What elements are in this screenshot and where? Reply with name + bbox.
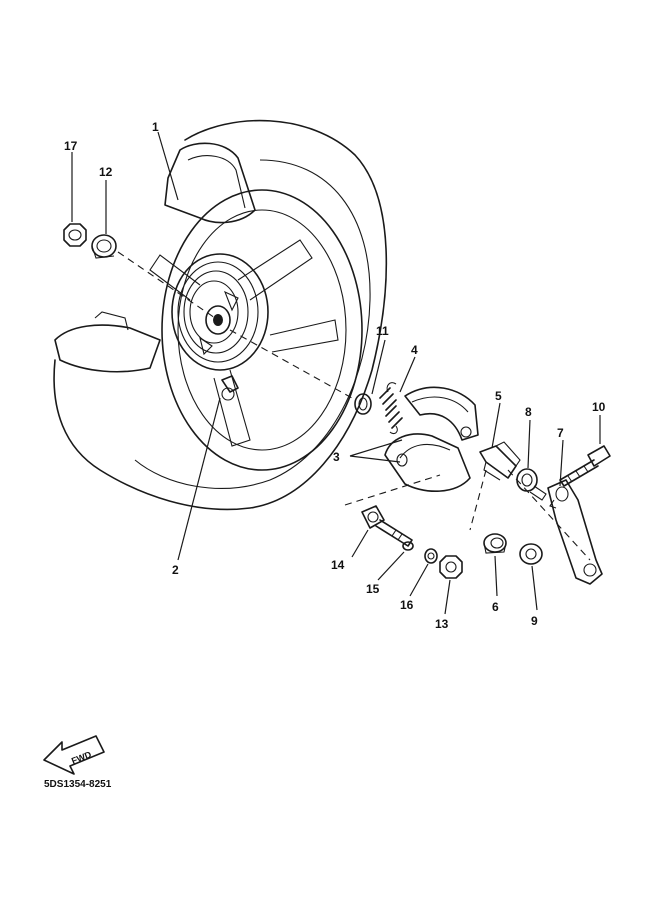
bolt-part-10 [559, 445, 611, 487]
callout-1: 1 [152, 120, 159, 134]
collar-part-12 [91, 234, 117, 259]
fwd-label: FWD [70, 749, 93, 766]
nut-part-13 [439, 555, 463, 579]
callout-4: 4 [411, 343, 418, 357]
callout-15: 15 [366, 582, 380, 596]
indicator-plate-part-8 [516, 468, 547, 501]
wheel-tire-assembly [53, 119, 388, 511]
oring-part-15 [402, 541, 414, 551]
callout-11: 11 [376, 324, 389, 338]
brake-shoe-set-part-3 [384, 386, 479, 493]
washer-part-9 [519, 543, 543, 565]
callout-7: 7 [557, 426, 564, 440]
callout-14: 14 [331, 558, 345, 572]
forward-direction-arrow: FWD [43, 735, 105, 775]
brake-cam-lever-part-7 [547, 479, 603, 585]
callout-2: 2 [172, 563, 179, 577]
callout-9: 9 [531, 614, 538, 628]
collar-part-6 [483, 533, 507, 554]
nut-part-17 [63, 223, 87, 247]
callout-5: 5 [495, 389, 502, 403]
callout-numbers: 17 12 1 2 3 11 4 5 8 7 10 14 15 16 13 6 … [64, 120, 606, 631]
callout-10: 10 [592, 400, 606, 414]
washer-part-11 [354, 393, 372, 415]
bolt-part-14 [361, 505, 413, 547]
assembly-axis-lines [117, 251, 591, 561]
camshaft-part-5 [479, 441, 521, 481]
callout-8: 8 [525, 405, 532, 419]
drawing-code: 5DS1354-8251 [44, 779, 112, 790]
callout-12: 12 [99, 165, 113, 179]
callout-17: 17 [64, 139, 78, 153]
spring-part-4 [379, 382, 403, 435]
callout-6: 6 [492, 600, 499, 614]
callout-leaders [71, 131, 601, 615]
callout-13: 13 [435, 617, 449, 631]
callout-16: 16 [400, 598, 414, 612]
callout-3: 3 [333, 450, 340, 464]
washer-part-16 [424, 548, 438, 564]
